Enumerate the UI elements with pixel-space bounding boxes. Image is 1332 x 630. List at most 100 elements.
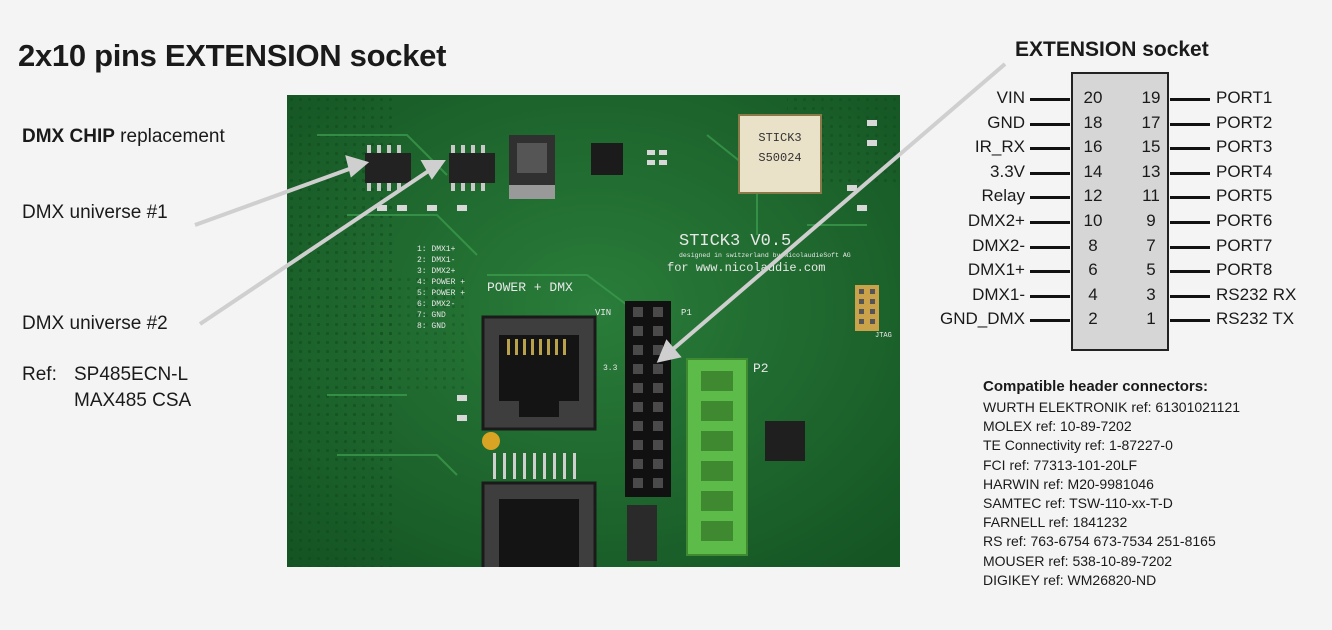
socket-right-pin: 1 bbox=[1146, 309, 1156, 329]
silk-list-3: 3: DMX2+ bbox=[417, 267, 456, 276]
socket-left-lead bbox=[1030, 319, 1070, 323]
socket-right-lead bbox=[1170, 270, 1210, 274]
compatible-item: WURTH ELEKTRONIK ref: 61301021121 bbox=[983, 399, 1241, 415]
silk-designed: designed in switzerland by NicolaudieSof… bbox=[679, 252, 851, 259]
ref-sp485: SP485ECN-L bbox=[74, 364, 189, 385]
silk-jtag: JTAG bbox=[875, 332, 892, 340]
compatible-item: SAMTEC ref: TSW-110-xx-T-D bbox=[983, 495, 1173, 511]
silk-vin: VIN bbox=[595, 308, 611, 318]
compatible-item: HARWIN ref: M20-9981046 bbox=[983, 475, 1154, 492]
socket-right-pin: 5 bbox=[1146, 260, 1156, 280]
extension-header bbox=[625, 301, 671, 497]
green-terminal-block bbox=[686, 358, 748, 556]
silk-power-dmx: POWER + DMX bbox=[487, 280, 573, 295]
socket-right-label: PORT5 bbox=[1216, 186, 1273, 206]
socket-left-label: DMX1+ bbox=[967, 260, 1025, 280]
page-title: 2x10 pins EXTENSION socket bbox=[18, 38, 447, 73]
silk-list-6: 6: DMX2- bbox=[417, 300, 455, 309]
stick3-module-label: STICK3 bbox=[758, 131, 801, 145]
socket-right-label: PORT8 bbox=[1216, 260, 1273, 280]
socket-right-lead bbox=[1170, 196, 1210, 200]
compatible-title: Compatible header connectors: bbox=[983, 378, 1209, 395]
socket-left-lead bbox=[1030, 147, 1070, 151]
socket-left-pin: 18 bbox=[1083, 112, 1103, 132]
compatible-item: MOUSER ref: 538-10-89-7202 bbox=[983, 552, 1173, 569]
socket-left-label: DMX2+ bbox=[967, 211, 1025, 230]
socket-right-pin: 9 bbox=[1146, 211, 1156, 230]
socket-left-lead bbox=[1030, 171, 1070, 175]
dmx-universe-1-label: DMX universe #1 bbox=[22, 202, 168, 223]
socket-right-label: RS232 TX bbox=[1216, 309, 1295, 329]
socket-left-lead bbox=[1030, 245, 1070, 249]
socket-left-pin: 16 bbox=[1083, 137, 1103, 157]
socket-right-label: RS232 RX bbox=[1216, 284, 1297, 304]
silk-list-1: 1: DMX1+ bbox=[417, 245, 456, 254]
socket-left-lead bbox=[1030, 270, 1070, 274]
dmx-chip-rest: replacement bbox=[114, 126, 225, 147]
socket-left-label: GND_DMX bbox=[939, 309, 1025, 329]
silk-list-7: 7: GND bbox=[417, 311, 446, 320]
socket-right-label: PORT2 bbox=[1216, 112, 1273, 132]
socket-left-pin: 4 bbox=[1088, 284, 1098, 304]
socket-left-pin: 2 bbox=[1088, 309, 1098, 329]
ref-label: Ref: bbox=[22, 364, 57, 385]
compatible-item: RS ref: 763-6754 673-7534 251-8165 bbox=[983, 533, 1216, 550]
silk-main: STICK3 V0.5 bbox=[679, 232, 791, 251]
socket-left-lead bbox=[1030, 196, 1070, 200]
socket-right-lead bbox=[1170, 122, 1210, 126]
silk-list-4: 4: POWER + bbox=[417, 278, 465, 287]
socket-left-label: VIN bbox=[996, 88, 1025, 107]
silk-3v3: 3.3 bbox=[603, 364, 618, 373]
socket-left-lead bbox=[1030, 98, 1070, 101]
socket-left-label: 3.3V bbox=[990, 161, 1025, 181]
socket-title: EXTENSION socket bbox=[1015, 38, 1209, 61]
socket-right-pin: 19 bbox=[1141, 88, 1161, 107]
socket-right-label: PORT3 bbox=[1216, 137, 1273, 157]
socket-left-label: IR_RX bbox=[974, 137, 1025, 157]
socket-left-lead bbox=[1030, 221, 1070, 224]
socket-right-label: PORT7 bbox=[1216, 235, 1273, 255]
socket-right-pin: 7 bbox=[1146, 235, 1156, 255]
compatible-item: FARNELL ref: 1841232 bbox=[983, 514, 1128, 531]
socket-right-label: PORT1 bbox=[1216, 88, 1273, 107]
socket-right-label: PORT6 bbox=[1216, 211, 1273, 230]
socket-right-pin: 11 bbox=[1142, 186, 1160, 206]
stick3-module: STICK3 S50024 bbox=[738, 114, 822, 194]
rj45-connector-2 bbox=[481, 453, 597, 567]
compatible-item: DIGIKEY ref: WM26820-ND bbox=[983, 571, 1157, 588]
socket-left-pin: 10 bbox=[1083, 211, 1103, 230]
socket-left-label: DMX2- bbox=[972, 235, 1025, 255]
socket-left-label: Relay bbox=[981, 186, 1025, 206]
dmx-chip-note: DMX CHIP replacement bbox=[22, 126, 225, 148]
compatible-item: TE Connectivity ref: 1-87227-0 bbox=[983, 437, 1173, 454]
socket-left-pin: 6 bbox=[1088, 260, 1098, 280]
socket-left-pin: 14 bbox=[1083, 161, 1103, 181]
silk-p2: P2 bbox=[753, 361, 769, 376]
socket-right-pin: 13 bbox=[1141, 161, 1161, 181]
compatible-item: FCI ref: 77313-101-20LF bbox=[983, 456, 1138, 473]
dmx-chip-1 bbox=[365, 145, 411, 191]
socket-right-lead bbox=[1170, 245, 1210, 249]
rj45-connector-1 bbox=[481, 315, 597, 431]
socket-right-lead bbox=[1170, 147, 1210, 151]
silk-list-2: 2: DMX1- bbox=[417, 256, 455, 265]
socket-left-pin: 20 bbox=[1083, 88, 1103, 107]
socket-right-pin: 3 bbox=[1146, 284, 1156, 304]
dmx-chip-2 bbox=[449, 145, 495, 191]
arrow-universe-2 bbox=[198, 160, 446, 326]
ref-max485: MAX485 CSA bbox=[74, 390, 192, 411]
socket-left-label: GND bbox=[987, 112, 1025, 132]
socket-right-lead bbox=[1170, 98, 1210, 101]
socket-right-label: PORT4 bbox=[1216, 161, 1273, 181]
silk-p1: P1 bbox=[681, 308, 692, 318]
socket-right-pin: 15 bbox=[1141, 137, 1161, 157]
dmx-chip-bold: DMX CHIP bbox=[22, 126, 115, 147]
socket-right-lead bbox=[1170, 221, 1210, 224]
socket-body bbox=[1071, 72, 1169, 351]
arrow-universe-1 bbox=[194, 155, 370, 227]
socket-left-label: DMX1- bbox=[972, 284, 1025, 304]
socket-left-pin: 12 bbox=[1083, 186, 1103, 206]
socket-left-pin: 8 bbox=[1088, 235, 1098, 255]
socket-left-lead bbox=[1030, 122, 1070, 126]
